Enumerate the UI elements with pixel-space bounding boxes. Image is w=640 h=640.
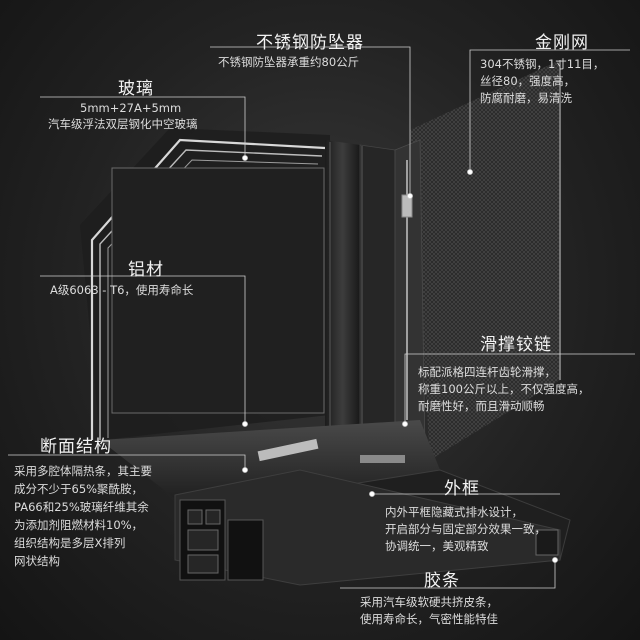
- gasket-desc-2: 使用寿命长，气密性能特佳: [360, 612, 498, 626]
- hinge: [257, 438, 319, 462]
- section-desc-4: 为添加剂阻燃材料10%，: [14, 518, 144, 532]
- hinge-desc-1: 标配派格四连杆齿轮滑撑，: [418, 365, 556, 379]
- stainless-guard-desc: 不锈钢防坠器承重约80公斤: [218, 55, 360, 69]
- aluminum-desc: A级6063 - T6，使用寿命长: [50, 283, 194, 297]
- section-desc-1: 采用多腔体隔热条，其主要: [14, 464, 152, 478]
- mesh-screen: [410, 60, 561, 460]
- frame-desc-3: 协调统一，美观精致: [385, 539, 489, 553]
- mesh-title: 金刚网: [535, 33, 589, 53]
- stainless-guard-title: 不锈钢防坠器: [256, 33, 364, 53]
- glass-pane: [80, 128, 330, 440]
- section-desc-2: 成分不少于65%聚酰胺，: [14, 482, 144, 496]
- glass-desc-2: 汽车级浮法双层钢化中空玻璃: [48, 117, 198, 131]
- hinge-desc-3: 耐磨性好，而且滑动顺畅: [418, 399, 545, 413]
- section-desc-6: 网状结构: [14, 554, 60, 568]
- gasket-desc-1: 采用汽车级软硬共挤皮条，: [360, 595, 498, 609]
- section-desc-3: PA66和25%玻璃纤维其余: [14, 500, 149, 514]
- frame-desc-1: 内外平框隐藏式排水设计，: [385, 505, 523, 519]
- stainless-guard: [401, 160, 413, 420]
- mesh-desc-2: 丝径80，强度高，: [480, 74, 576, 88]
- section-title: 断面结构: [40, 437, 112, 457]
- hinge-title: 滑撑铰链: [480, 335, 552, 355]
- leader-lines: [8, 46, 635, 589]
- frame-title: 外框: [444, 479, 480, 499]
- profile-cross-section: [174, 469, 561, 586]
- mesh-desc-3: 防腐耐磨，易清洗: [480, 91, 572, 105]
- section-desc-5: 组织结构是多层X排列: [14, 536, 126, 550]
- frame-desc-2: 开启部分与固定部分效果一致，: [385, 522, 546, 536]
- mesh-desc-1: 304不锈钢，1寸11目，: [480, 57, 605, 71]
- gasket-title: 胶条: [424, 571, 460, 591]
- glass-desc-1: 5mm+27A+5mm: [80, 101, 182, 115]
- aluminum-title: 铝材: [128, 260, 164, 280]
- glass-title: 玻璃: [118, 79, 154, 99]
- hinge-desc-2: 称重100公斤以上，不仅强度高，: [418, 382, 590, 396]
